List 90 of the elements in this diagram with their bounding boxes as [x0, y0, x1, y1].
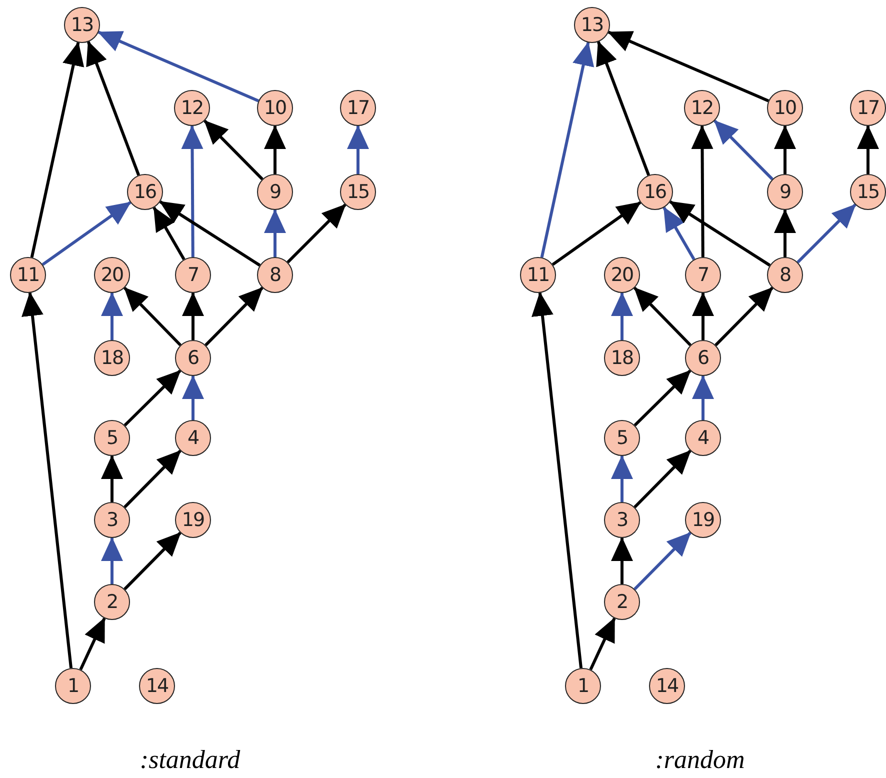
- graph-node: 17: [340, 90, 376, 126]
- graph-node: 2: [604, 584, 640, 620]
- graph-node: 16: [637, 174, 673, 210]
- arrow: [611, 455, 633, 502]
- graph-caption: :random: [655, 745, 745, 775]
- graph-node: 5: [94, 420, 130, 456]
- arrow: [101, 455, 123, 502]
- arrow: [540, 42, 594, 258]
- arrow: [159, 200, 261, 267]
- graph-node: 3: [94, 502, 130, 538]
- graph-node: 7: [175, 257, 211, 293]
- arrow: [182, 375, 204, 420]
- graph-caption: :standard: [140, 745, 240, 775]
- arrow: [42, 201, 132, 266]
- arrow: [692, 375, 714, 420]
- arrow: [608, 30, 770, 102]
- graph-node: 14: [139, 668, 175, 704]
- graph-node: 17: [850, 90, 886, 126]
- arrow: [596, 40, 650, 176]
- arrow: [611, 292, 633, 340]
- graph-node: 6: [175, 340, 211, 376]
- arrow: [124, 532, 182, 590]
- graph-node: 16: [127, 174, 163, 210]
- graph-node: 2: [94, 584, 130, 620]
- graph-node: 7: [685, 257, 721, 293]
- arrow: [691, 125, 714, 257]
- arrow: [124, 286, 182, 346]
- graph-node: 12: [174, 90, 210, 126]
- graph-node: 18: [94, 340, 130, 376]
- graph-node: 13: [574, 7, 610, 43]
- graph-node: 12: [684, 90, 720, 126]
- graph-node: 10: [257, 90, 293, 126]
- graph-node: 15: [340, 174, 376, 210]
- graph-node: 1: [565, 668, 601, 704]
- arrow: [611, 537, 633, 584]
- arrow: [662, 206, 696, 260]
- graph-node: 9: [767, 174, 803, 210]
- arrow: [101, 292, 123, 340]
- graph-node: 19: [175, 502, 211, 538]
- arrow: [204, 286, 264, 346]
- graph-node: 5: [604, 420, 640, 456]
- arrow: [532, 292, 583, 668]
- arrow: [714, 120, 774, 180]
- arrow: [124, 370, 182, 426]
- arrow: [552, 201, 642, 266]
- arrow: [796, 204, 856, 264]
- arrow: [714, 286, 774, 346]
- arrow: [634, 532, 692, 590]
- arrow: [22, 292, 73, 668]
- graph-node: 13: [64, 7, 100, 43]
- arrow: [347, 125, 369, 174]
- graph-node: 9: [257, 174, 293, 210]
- graph-node: 1: [55, 668, 91, 704]
- arrow: [774, 125, 796, 174]
- arrow: [669, 200, 771, 267]
- graph-node: 18: [604, 340, 640, 376]
- graph-node: 11: [10, 257, 46, 293]
- graph-node: 10: [767, 90, 803, 126]
- arrow: [634, 450, 692, 508]
- arrow: [264, 209, 286, 257]
- graph-node: 4: [175, 420, 211, 456]
- arrow: [634, 370, 692, 426]
- arrow: [634, 286, 692, 346]
- graph-node: 20: [94, 257, 130, 293]
- graph-node: 8: [767, 257, 803, 293]
- graph-node: 6: [685, 340, 721, 376]
- arrow: [264, 125, 286, 174]
- graph-node: 19: [685, 502, 721, 538]
- graph-node: 15: [850, 174, 886, 210]
- arrow: [181, 125, 204, 257]
- arrow: [79, 617, 106, 670]
- arrow: [692, 292, 714, 340]
- arrow: [204, 120, 264, 180]
- arrow: [30, 42, 84, 258]
- arrow: [101, 537, 123, 584]
- arrow: [774, 209, 796, 257]
- graph-node: 20: [604, 257, 640, 293]
- graph-node: 14: [649, 668, 685, 704]
- arrow: [589, 617, 616, 670]
- graph-node: 11: [520, 257, 556, 293]
- arrow: [124, 450, 182, 508]
- arrow: [182, 292, 204, 340]
- arrow: [98, 30, 260, 102]
- arrow: [857, 125, 879, 174]
- graph-node: 3: [604, 502, 640, 538]
- graph-node: 4: [685, 420, 721, 456]
- arrow: [152, 206, 186, 260]
- arrow: [286, 204, 346, 264]
- graph-node: 8: [257, 257, 293, 293]
- arrow: [86, 40, 140, 176]
